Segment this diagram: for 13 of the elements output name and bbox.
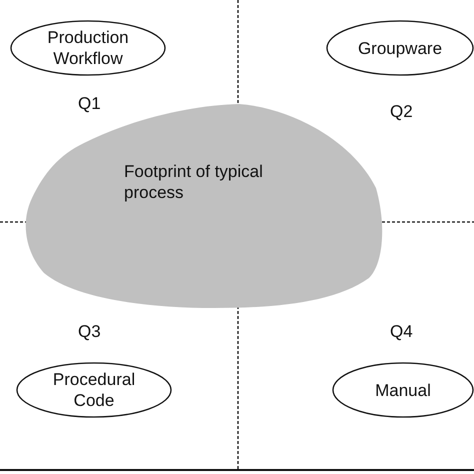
category-ellipse — [332, 362, 474, 418]
area-label: Footprint of typical process — [124, 161, 264, 203]
category-ellipse — [10, 20, 166, 76]
category-label: Procedural Code — [52, 369, 136, 411]
category-label: Production Workflow — [46, 27, 130, 69]
category-ellipse — [326, 20, 474, 76]
category-label: Groupware — [358, 38, 442, 58]
quadrant-label: Q4 — [390, 322, 413, 342]
quadrant-label: Q2 — [390, 102, 413, 122]
quadrant-label: Q3 — [78, 322, 101, 342]
quadrant-label: Q1 — [78, 94, 101, 114]
category-ellipse — [16, 362, 172, 418]
category-label: Manual — [375, 380, 431, 400]
